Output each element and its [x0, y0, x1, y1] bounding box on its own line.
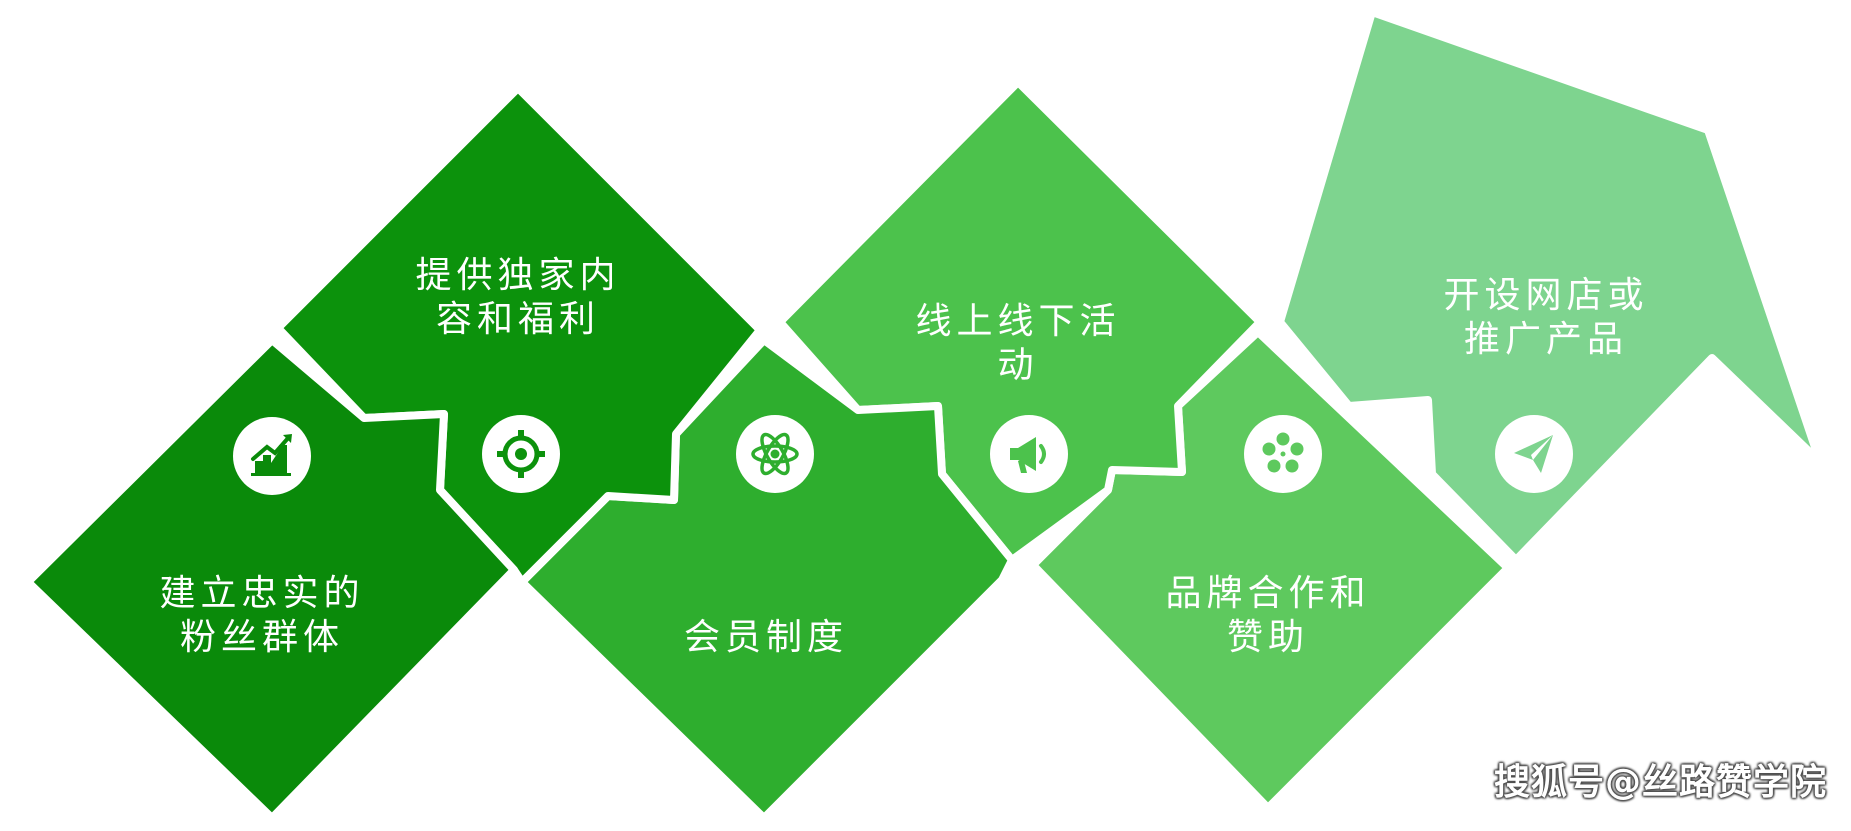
step-5-label-line-2: 赞助: [1226, 617, 1310, 658]
step-3-label: 会员制度: [684, 616, 848, 660]
step-1-label-line-2: 粉丝群体: [179, 617, 345, 658]
step-4-label-line-1: 线上线下活: [915, 301, 1121, 342]
watermark: 搜狐号@丝路赞学院: [1493, 762, 1827, 803]
film-reel-icon: [1244, 415, 1322, 493]
step-6-label-line-2: 推广产品: [1463, 319, 1629, 360]
step-1-label-line-1: 建立忠实的: [159, 573, 365, 614]
step-2-label-line-1: 提供独家内: [415, 255, 621, 296]
step-2-label: 提供独家内 容和福利: [415, 254, 620, 342]
step-6-label: 开设网店或 推广产品: [1443, 274, 1648, 362]
step-4-label-line-2: 动: [997, 345, 1039, 386]
target-icon: [482, 415, 560, 493]
step-4-label: 线上线下活 动: [915, 300, 1120, 388]
megaphone-icon: [990, 415, 1068, 493]
step-1-label: 建立忠实的 粉丝群体: [159, 572, 364, 660]
step-6-label-line-1: 开设网店或: [1443, 275, 1649, 316]
paper-plane-icon: [1495, 415, 1573, 493]
atom-icon: [736, 415, 814, 493]
step-3-label-line-1: 会员制度: [683, 617, 849, 658]
trend-chart-icon: [233, 417, 311, 495]
step-5-label-line-1: 品牌合作和: [1165, 573, 1371, 614]
step-1-shape: [24, 336, 518, 822]
step-5-label: 品牌合作和 赞助: [1165, 572, 1370, 660]
step-2-label-line-2: 容和福利: [435, 299, 601, 340]
step-6-arrow-shape: [1276, 8, 1824, 564]
